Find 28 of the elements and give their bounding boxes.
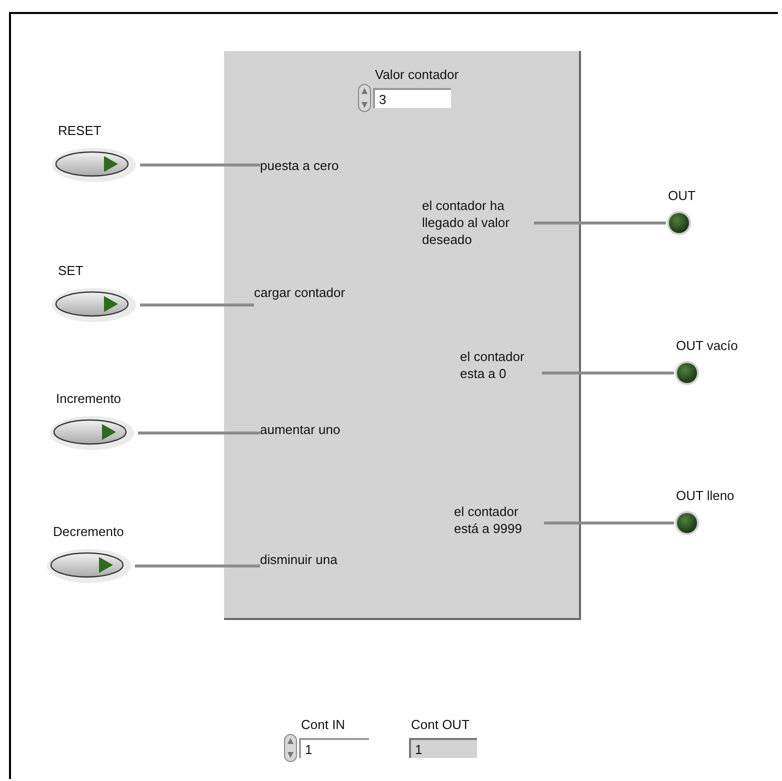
- wire: [542, 372, 674, 374]
- wire: [140, 304, 254, 306]
- input-field: 1: [299, 738, 369, 758]
- terminal-label: cargar contador: [254, 284, 346, 301]
- output-field: 1: [409, 738, 477, 758]
- wire: [138, 432, 260, 434]
- panel-background: [224, 51, 581, 620]
- indicator-label: OUT vacío: [676, 338, 738, 354]
- control-label: Cont IN: [301, 717, 346, 733]
- terminal-label: el contador esta a 0: [460, 348, 542, 382]
- button-label: Decremento: [53, 524, 124, 540]
- terminal-label: el contador está a 9999: [454, 503, 544, 537]
- wire: [544, 522, 674, 524]
- input-field: 3: [373, 88, 451, 108]
- button-label: RESET: [58, 123, 102, 139]
- control-label: Valor contador: [375, 67, 459, 83]
- indicator-label: OUT: [668, 188, 696, 204]
- terminal-label: aumentar uno: [260, 421, 340, 438]
- terminal-label: el contador ha llegado al valor deseado: [422, 197, 534, 248]
- button-label: Incremento: [56, 391, 122, 407]
- wire: [135, 564, 260, 568]
- terminal-label: puesta a cero: [260, 157, 339, 174]
- control-label: Cont OUT: [411, 717, 470, 733]
- indicator-label: OUT lleno: [676, 488, 734, 504]
- button-label: SET: [58, 263, 84, 279]
- terminal-label: disminuir una: [260, 551, 338, 568]
- wire: [140, 164, 260, 166]
- wire: [534, 222, 666, 224]
